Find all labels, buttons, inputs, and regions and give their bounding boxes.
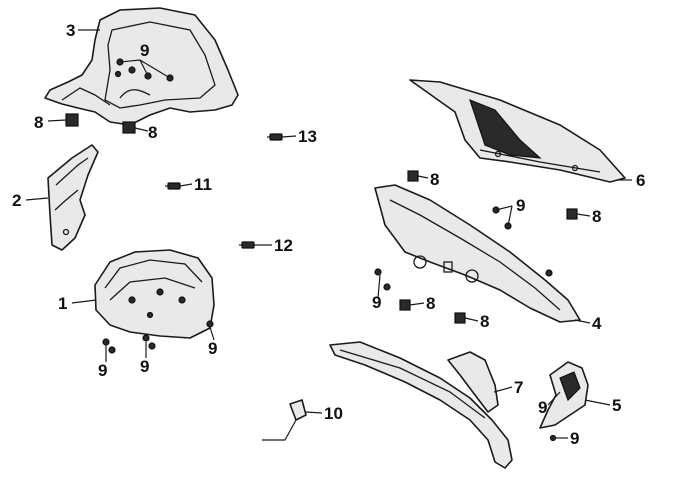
- part-12-screw: [239, 241, 255, 249]
- callout-labels: 3 9 8 8 2 1 9 9 9 11 12 13 8 9 8 6 9 8 8…: [12, 21, 645, 448]
- label-12: 12: [274, 236, 293, 255]
- label-5: 5: [612, 396, 621, 415]
- label-8-cowl-bottom-left: 8: [426, 294, 435, 313]
- label-9-bracket-upper: 9: [538, 398, 547, 417]
- label-9-cowl-top: 9: [516, 196, 525, 215]
- label-13: 13: [298, 127, 317, 146]
- part-6-upper-cowl: [409, 79, 626, 183]
- label-9-cowl-left: 9: [372, 293, 381, 312]
- label-9-top: 9: [140, 41, 149, 60]
- label-8-cowl-top: 8: [430, 170, 439, 189]
- label-4: 4: [592, 314, 602, 333]
- label-1: 1: [58, 294, 67, 313]
- label-9-meter-mid: 9: [140, 357, 149, 376]
- label-10: 10: [324, 404, 343, 423]
- part-7-lower-panel: [329, 341, 513, 469]
- label-6: 6: [636, 171, 645, 190]
- label-7: 7: [514, 378, 523, 397]
- label-11: 11: [194, 175, 212, 194]
- part-5-small-bracket: [539, 361, 589, 442]
- part-11-screw: [165, 182, 181, 190]
- label-8-left: 8: [34, 113, 43, 132]
- label-9-meter-left: 9: [98, 361, 107, 380]
- part-3-upper-frame: [44, 7, 239, 134]
- label-8-cowl-right: 8: [592, 207, 601, 226]
- part-4-side-cowl: [374, 170, 581, 324]
- label-8-cowl-bottom: 8: [480, 312, 489, 331]
- label-9-meter-right: 9: [208, 339, 217, 358]
- label-2: 2: [12, 191, 21, 210]
- part-10-clip: [262, 399, 307, 441]
- label-8-frame: 8: [148, 123, 157, 142]
- part-2-side-panel: [47, 144, 99, 251]
- leader-lines: [25, 29, 632, 439]
- part-13-screw: [267, 133, 283, 141]
- part-1-meter-cover: [94, 249, 215, 354]
- label-9-bracket-lower: 9: [570, 429, 579, 448]
- label-3: 3: [66, 21, 75, 40]
